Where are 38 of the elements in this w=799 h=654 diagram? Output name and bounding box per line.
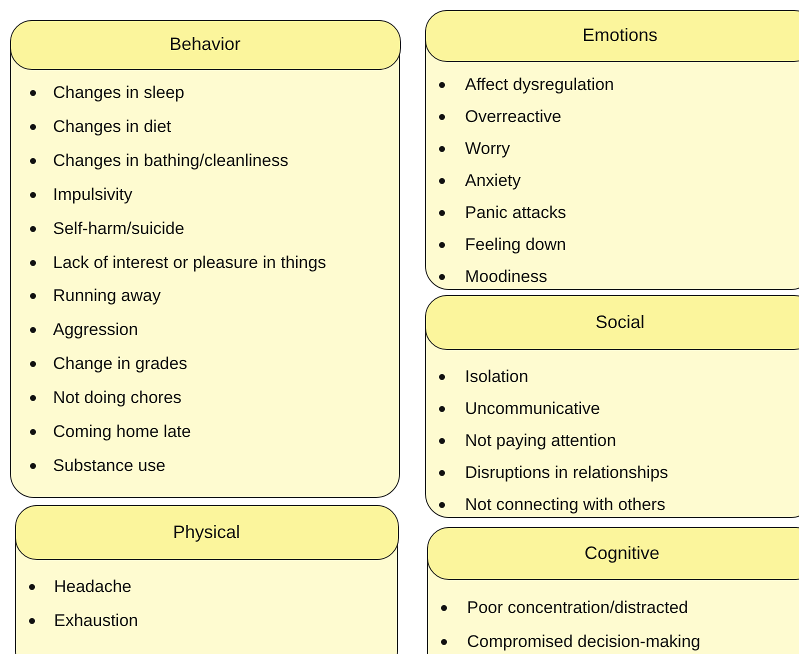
- list-item: Headache: [54, 577, 132, 597]
- category-card: [10, 20, 400, 498]
- list-item: Changes in diet: [53, 116, 172, 137]
- list-item: Moodiness: [465, 267, 548, 287]
- category-card: [427, 527, 799, 654]
- list-item: Anxiety: [465, 171, 521, 191]
- category-heading: Social: [595, 312, 645, 332]
- list-item: Changes in bathing/cleanliness: [53, 150, 288, 171]
- category-heading: Physical: [172, 522, 240, 542]
- list-item: Overreactive: [465, 107, 562, 127]
- list-item: Worry: [465, 139, 510, 159]
- list-item: Coming home late: [53, 422, 191, 442]
- list-item: Substance use: [53, 456, 166, 476]
- list-item: Affect dysregulation: [465, 75, 614, 95]
- list-item: Uncommunicative: [465, 399, 600, 419]
- list-item: Feeling down: [465, 235, 566, 255]
- list-item: Not paying attention: [465, 431, 616, 451]
- list-item: Not connecting with others: [465, 495, 666, 515]
- list-item: Disruptions in relationships: [465, 463, 668, 483]
- list-item: Impulsivity: [53, 184, 132, 205]
- category-heading: Cognitive: [584, 542, 660, 564]
- category-heading: Emotions: [582, 25, 658, 46]
- category-heading: Behavior: [169, 34, 241, 55]
- list-item: Compromised decision-making: [467, 632, 700, 652]
- list-item: Isolation: [465, 367, 528, 387]
- category-card: [425, 295, 799, 518]
- list-item: Poor concentration/distracted: [467, 598, 688, 618]
- list-item: Exhaustion: [54, 611, 138, 631]
- category-card: [425, 10, 799, 290]
- list-item: Not doing chores: [53, 388, 182, 408]
- list-item: Lack of interest or pleasure in things: [53, 252, 326, 272]
- list-item: Running away: [53, 286, 161, 306]
- list-item: Changes in sleep: [53, 83, 184, 103]
- category-card: [15, 505, 398, 654]
- list-item: Self-harm/suicide: [53, 218, 184, 239]
- list-item: Change in grades: [53, 354, 188, 374]
- list-item: Panic attacks: [465, 203, 566, 223]
- list-item: Aggression: [53, 320, 138, 340]
